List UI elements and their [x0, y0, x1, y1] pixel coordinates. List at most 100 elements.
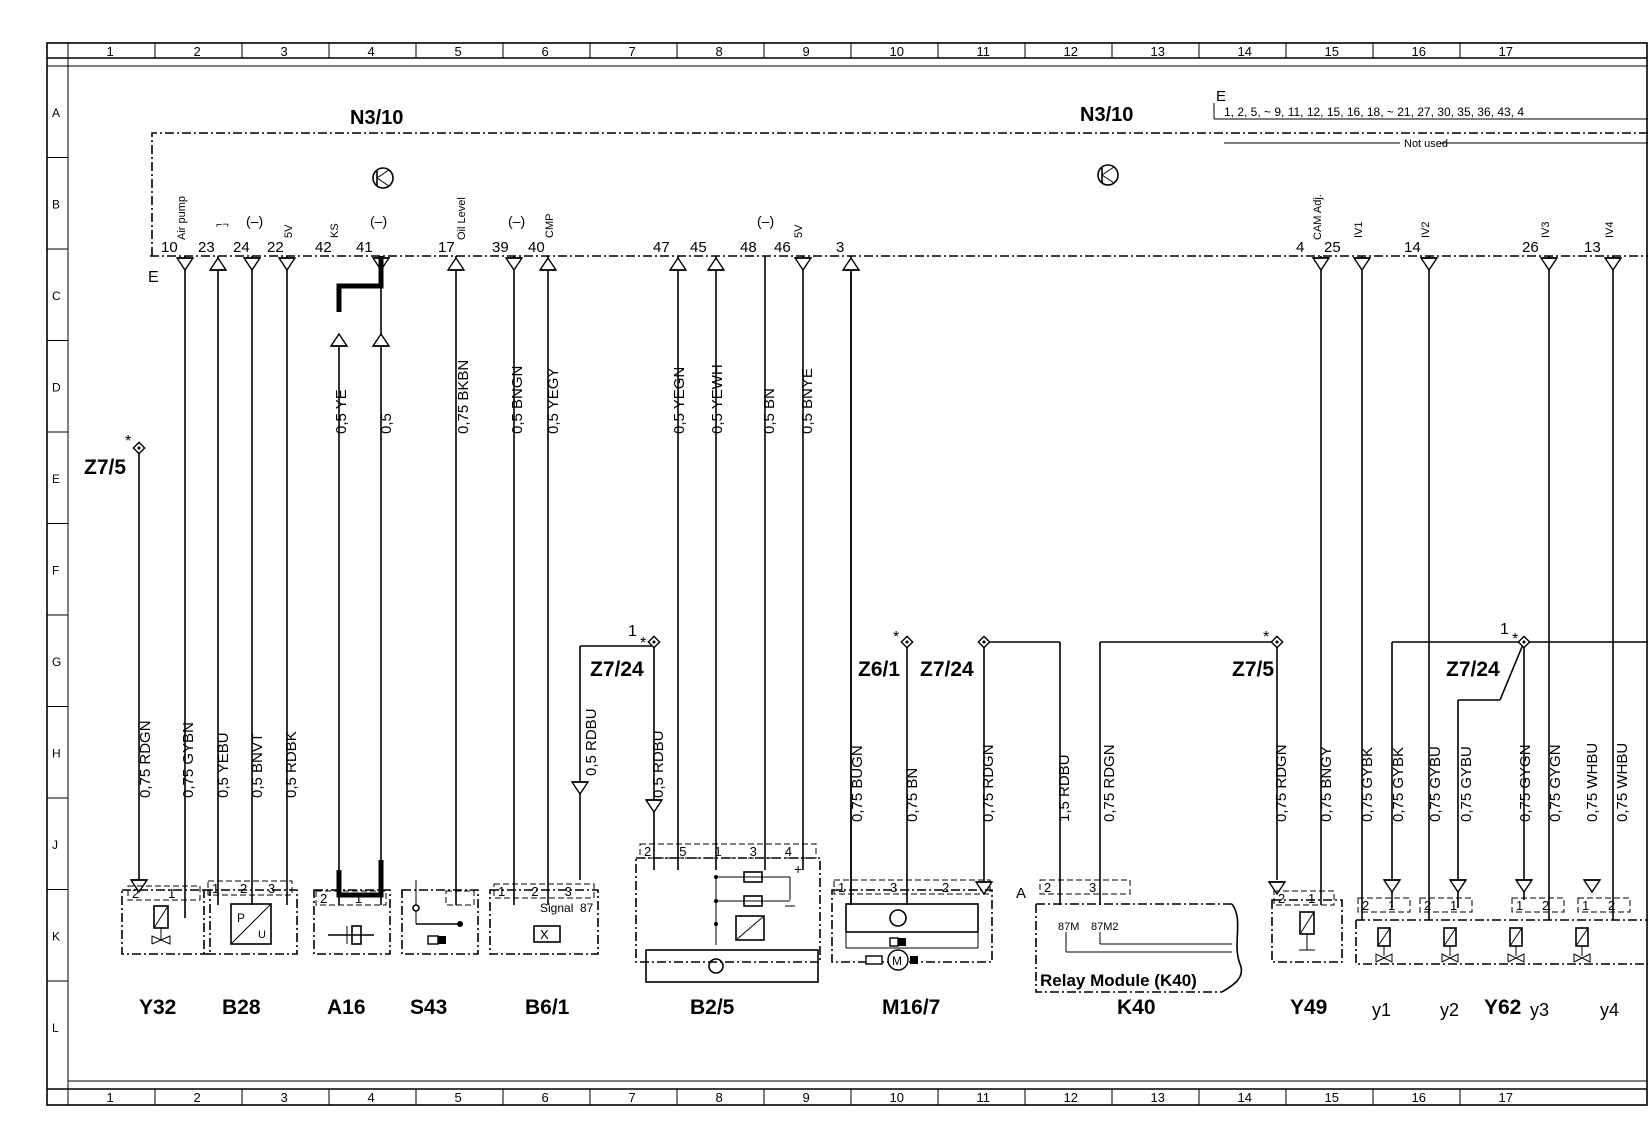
- component-y49: Y49: [1271, 899, 1343, 1019]
- component-s43: S43: [401, 880, 479, 1019]
- wire-label-gygn-2: 0,75 GYGN: [1547, 744, 1564, 822]
- svg-text:P: P: [237, 911, 245, 925]
- arrow-up-icon: [538, 256, 558, 271]
- component-a16: A16: [313, 889, 391, 1019]
- wire-label-bngy: 0,75 BNGY: [1318, 746, 1335, 822]
- component-b6-1: Signal 87 X B6/1: [489, 889, 599, 1019]
- component-label-b6-1: B6/1: [525, 996, 570, 1019]
- splice-diamond-icon: [977, 635, 991, 649]
- arrow-down-icon: [1514, 879, 1534, 894]
- connector-pin-number: 3: [565, 884, 572, 899]
- column-number: 8: [716, 44, 723, 59]
- column-number: 3: [281, 44, 288, 59]
- column-number: 1: [107, 1090, 114, 1105]
- wire-label-gybu-2: 0,75 GYBU: [1458, 746, 1475, 822]
- connector-housing: [1357, 897, 1411, 913]
- column-number: 14: [1238, 1090, 1252, 1105]
- pin-41: 41: [356, 239, 373, 256]
- connector-pin-number: 1: [1516, 898, 1523, 913]
- pin-labels: 10 Air pump 23 ⌐¬ 24 (–) 22 5V 42 KS 41 …: [161, 194, 1616, 256]
- connector-pin-number: 3: [1089, 880, 1096, 895]
- valve-group: [1375, 927, 1591, 963]
- pin-tag-22: 5V: [283, 224, 295, 238]
- wire-label-rdgn-y32: 0,75 RDGN: [137, 720, 154, 798]
- splice-one: 1: [1500, 621, 1509, 638]
- solenoid-valve-icon: [1299, 911, 1315, 951]
- pin-tag-26: IV3: [1540, 221, 1552, 238]
- row-letter: G: [52, 655, 61, 669]
- component-b28: P U B28: [203, 889, 298, 1019]
- wire-label-bn-b25: 0,5 BN: [761, 388, 778, 434]
- arrow-down-icon: [504, 257, 524, 272]
- wires: [129, 256, 1648, 920]
- relay-pin-87m2: 87M2: [1091, 921, 1119, 933]
- wire-label-rdgn-y49: 0,75 RDGN: [1273, 744, 1290, 822]
- connector-pin-number: 2: [1362, 898, 1369, 913]
- wire-label-gybk-1: 0,75 GYBK: [1359, 747, 1376, 822]
- relay-module-label: Relay Module (K40): [1040, 971, 1197, 990]
- pin-3: 3: [836, 239, 844, 256]
- component-label-y32: Y32: [139, 996, 176, 1019]
- component-label-y49: Y49: [1290, 996, 1327, 1019]
- pin-42: 42: [315, 239, 332, 256]
- valve-coil-mark: [1509, 927, 1523, 947]
- splice-z7-24-right: Z7/24: [1446, 658, 1500, 681]
- component-label-y4: y4: [1600, 1000, 1619, 1020]
- splice-z7-5-right: Z7/5: [1232, 658, 1274, 681]
- connector-pin-number: 2: [1542, 898, 1549, 913]
- splice-diamond-icon: [647, 635, 661, 649]
- connector-pin-number: 1: [838, 880, 845, 895]
- splice-diamond-icon: [132, 441, 146, 455]
- connector-pin-number: 2: [942, 880, 949, 895]
- connector-housing: [315, 890, 387, 906]
- column-number: 13: [1151, 1090, 1165, 1105]
- column-number: 9: [803, 44, 810, 59]
- arrow-down-icon: [1539, 257, 1559, 272]
- connector-housing: [445, 890, 475, 906]
- control-unit-label: N3/10: [350, 107, 403, 129]
- pin-tag-48: (–): [757, 213, 774, 229]
- connector-housing: [1511, 897, 1565, 913]
- valve-body: [1441, 953, 1459, 963]
- not-used-label: Not used: [1404, 138, 1448, 150]
- wire-label-rdbu-b25: 0,5 RDBU: [650, 730, 667, 798]
- pin-tag-41: (–): [370, 213, 387, 229]
- pin-tag-24: (–): [246, 213, 263, 229]
- connector-housing: [1039, 879, 1131, 895]
- column-number: 6: [542, 44, 549, 59]
- connector-pin-number: 2: [1608, 898, 1615, 913]
- pin-tag-17: Oil Level: [456, 197, 468, 240]
- pin-26: 26: [1522, 239, 1539, 256]
- transistor-icon: [1097, 164, 1119, 186]
- splice-diamond-icon: [1270, 635, 1284, 649]
- b6-signal-label: Signal: [540, 901, 573, 915]
- valve-body: [1573, 953, 1591, 963]
- splice-star: *: [640, 635, 646, 652]
- row-letter: B: [52, 197, 60, 211]
- connector-pin-number: 2: [132, 886, 139, 901]
- arrow-up-icon: [706, 256, 726, 271]
- pin-tag-25: IV1: [1353, 221, 1365, 238]
- arrow-down-icon: [1311, 257, 1331, 272]
- connector-pin-number: 1: [1582, 898, 1589, 913]
- valve-coil-mark: [1575, 927, 1589, 947]
- connector-pin-number: 3: [750, 844, 757, 859]
- connector-pin-number: 1: [1450, 898, 1457, 913]
- wire-label-rdgn-m16: 0,75 RDGN: [980, 744, 997, 822]
- column-number: 16: [1412, 44, 1426, 59]
- pin-tag-39: (–): [508, 213, 525, 229]
- splice-z7-5-left: Z7/5: [84, 456, 126, 479]
- pin-13: 13: [1584, 239, 1601, 256]
- control-unit-n3-10: N3/10 N3/10 E E 1, 2, 5, ~ 9, 11, 12, 15…: [148, 88, 1648, 286]
- arrow-up-icon: [668, 256, 688, 271]
- column-number: 11: [977, 44, 991, 59]
- pin-tag-4: CAM Adj.: [1312, 194, 1324, 240]
- connector-pin-number: 2: [240, 881, 247, 896]
- column-number: 10: [890, 1090, 904, 1105]
- splice-star: *: [125, 433, 131, 450]
- wire-label-bn-m16: 0,75 BN: [904, 768, 921, 822]
- transistor-icon: [372, 167, 394, 189]
- pin-25: 25: [1324, 239, 1341, 256]
- wire-label-bnvt: 0,5 BNVT: [249, 733, 266, 798]
